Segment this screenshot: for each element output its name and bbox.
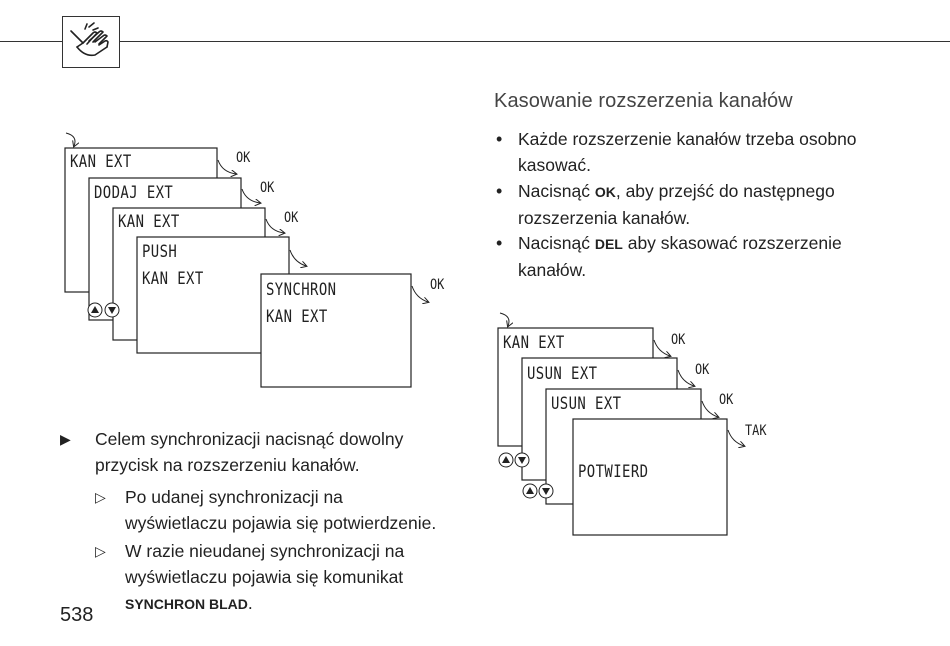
bullet-dot: •: [496, 233, 503, 253]
bullet-item: • Każde rozszerzenie kanałów trzeba osob…: [496, 126, 876, 178]
instruction-text: Celem synchronizacji nacisnąć dowolny pr…: [95, 429, 404, 475]
ok-label: OK: [236, 150, 251, 166]
lcd-line: PUSH: [142, 242, 178, 262]
ok-arrow-icon: [411, 285, 428, 302]
bullet-item: • Nacisnąć DEL aby skasować rozszerzenie…: [496, 230, 876, 282]
lcd-line: USUN EXT: [551, 394, 622, 414]
ok-arrow-icon: [241, 188, 260, 203]
lcd-line: KAN EXT: [118, 212, 180, 232]
ok-arrow-icon: [289, 249, 306, 266]
bullet-text: Nacisnąć OK, aby przejść do następnego r…: [518, 181, 835, 228]
lcd-line: KAN EXT: [503, 333, 565, 353]
lcd-line: KAN EXT: [70, 152, 132, 172]
ok-label: OK: [719, 392, 734, 408]
lcd-line: KAN EXT: [142, 269, 204, 289]
entry-arrow-icon: [65, 132, 75, 146]
tak-arrow-icon: [727, 429, 744, 446]
ok-arrow-icon: [701, 400, 718, 417]
instruction-sub-text: Po udanej synchronizacji na wyświetlaczu…: [125, 487, 437, 533]
lcd-line: DODAJ EXT: [94, 183, 174, 203]
ok-arrow-icon: [677, 369, 694, 386]
ok-label: OK: [695, 362, 710, 378]
tak-label: TAK: [745, 423, 767, 439]
triangle-outline-icon: ▷: [95, 489, 106, 505]
lcd-line: USUN EXT: [527, 364, 598, 384]
triangle-right-icon: ▶: [60, 431, 71, 447]
lcd-line: KAN EXT: [266, 307, 328, 327]
instruction-sub-text: W razie nieudanej synchronizacji na wyśw…: [125, 541, 405, 613]
entry-arrow-icon: [499, 312, 509, 326]
ok-arrow-icon: [265, 218, 284, 233]
lcd-line: POTWIERD: [578, 462, 649, 482]
ok-arrow-icon: [217, 159, 236, 174]
ok-arrow-icon: [653, 339, 670, 356]
page-number: 538: [60, 604, 94, 626]
bullet-item: • Nacisnąć OK, aby przejść do następnego…: [496, 178, 876, 230]
triangle-outline-icon: ▷: [95, 543, 106, 559]
lcd-screen: [260, 273, 412, 388]
header-rule: [0, 41, 950, 42]
lcd-line: SYNCHRON: [266, 280, 337, 300]
ok-label: OK: [284, 210, 299, 226]
section-title: Kasowanie rozszerzenia kanałów: [494, 90, 793, 112]
bullet-text: Nacisnąć DEL aby skasować rozszerzenie k…: [518, 233, 842, 280]
ok-label: OK: [430, 277, 445, 293]
ok-label: OK: [260, 180, 275, 196]
lcd-screen: [572, 418, 728, 536]
ok-label: OK: [671, 332, 686, 348]
hand-pointer-icon: [62, 16, 120, 68]
bullet-dot: •: [496, 181, 503, 201]
bullet-dot: •: [496, 129, 503, 149]
bullet-text: Każde rozszerzenie kanałów trzeba osobno…: [518, 129, 857, 175]
